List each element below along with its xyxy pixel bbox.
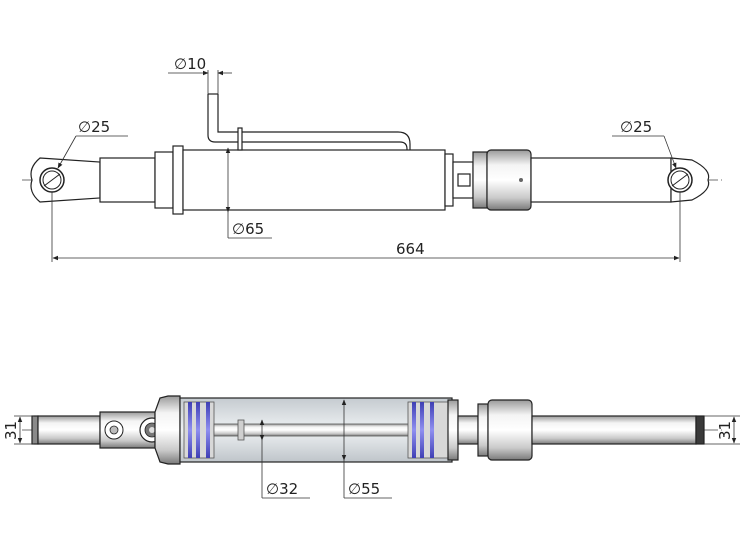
svg-text:∅25: ∅25 xyxy=(78,118,110,136)
top-left-neck xyxy=(99,157,156,203)
bottom-rod xyxy=(531,415,697,445)
top-view: ∅10 ∅25 ∅25 ∅65 664 xyxy=(22,55,722,262)
bottom-gland-nut xyxy=(477,403,489,457)
dim-right-end-width: 31 xyxy=(704,415,740,445)
top-gland-nut xyxy=(472,151,488,209)
top-port-tube xyxy=(207,94,408,150)
svg-text:∅25: ∅25 xyxy=(620,118,652,136)
bottom-view: ∅32 ∅55 31 31 xyxy=(2,395,740,499)
label-left-eye-diameter: 25 xyxy=(91,118,110,136)
dim-right-eye-diameter: ∅25 xyxy=(612,118,677,169)
label-bore-diameter: 55 xyxy=(361,480,380,498)
dim-left-end-width: 31 xyxy=(2,415,34,445)
svg-text:∅65: ∅65 xyxy=(232,220,264,238)
bottom-left-cap xyxy=(154,395,181,465)
dim-bore-diameter: ∅55 xyxy=(341,399,392,499)
bottom-left-end xyxy=(31,415,39,445)
dim-barrel-diameter: ∅65 xyxy=(225,147,272,239)
label-right-end-width: 31 xyxy=(716,421,734,440)
bottom-right-end xyxy=(695,415,705,445)
dim-port-diameter: ∅10 xyxy=(168,55,232,94)
svg-text:∅32: ∅32 xyxy=(266,480,298,498)
label-rod-diameter: 32 xyxy=(279,480,298,498)
dim-left-eye-diameter: ∅25 xyxy=(57,118,128,169)
top-barrel xyxy=(182,149,446,211)
label-port-diameter: 10 xyxy=(187,55,206,73)
label-left-end-width: 31 xyxy=(2,421,20,440)
svg-text:∅10: ∅10 xyxy=(174,55,206,73)
label-right-eye-diameter: 25 xyxy=(633,118,652,136)
dim-overall-length: 664 xyxy=(51,192,681,262)
svg-text:∅55: ∅55 xyxy=(348,480,380,498)
top-rod xyxy=(530,157,672,203)
label-overall-length: 664 xyxy=(396,240,425,258)
dim-rod-diameter: ∅32 xyxy=(259,419,310,499)
label-barrel-diameter: 65 xyxy=(245,220,264,238)
